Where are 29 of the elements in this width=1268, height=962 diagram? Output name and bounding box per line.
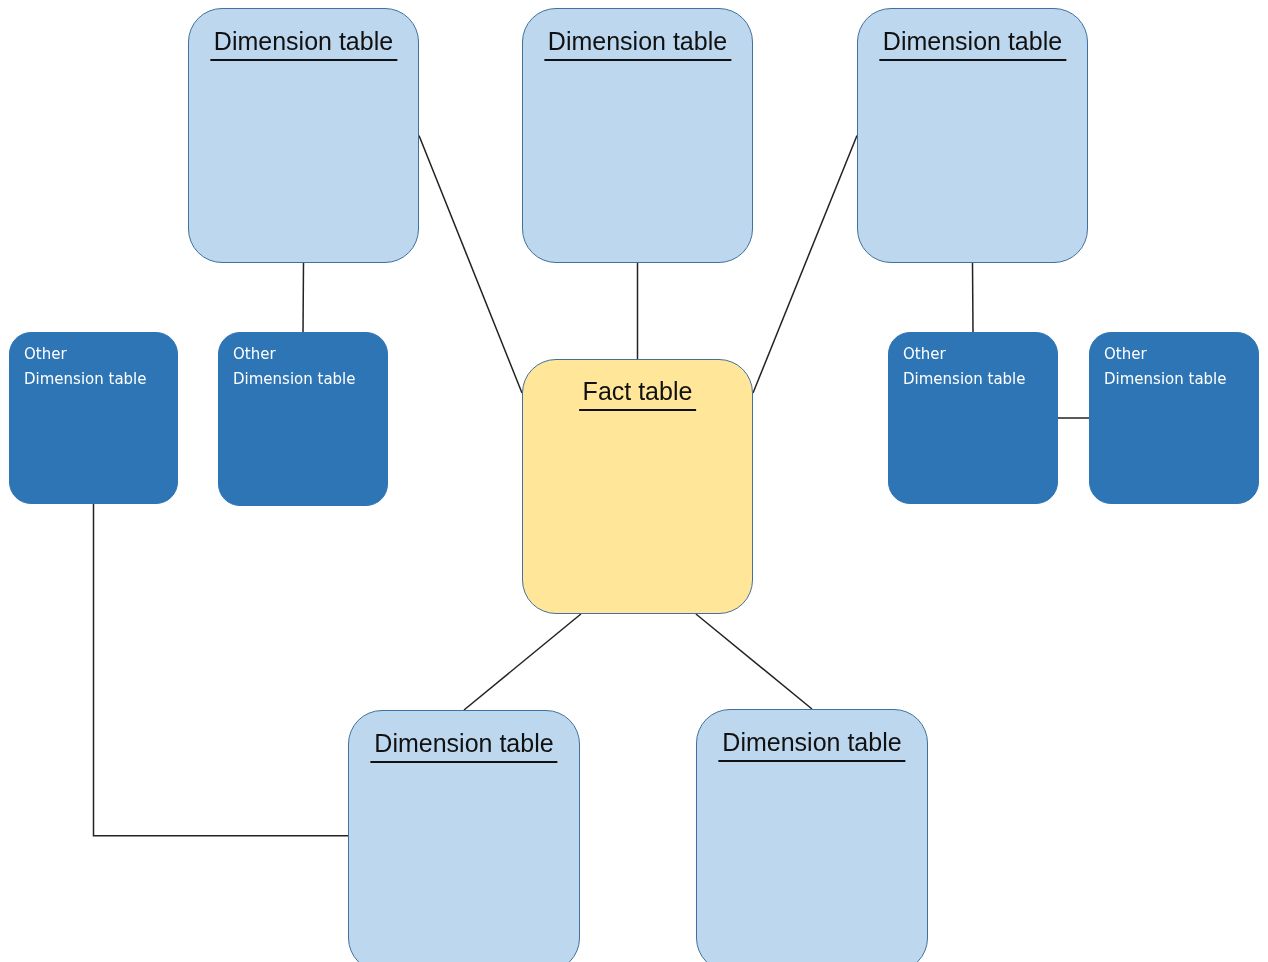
connector-line: [752, 134, 858, 394]
box-heading: Dimension table: [209, 27, 398, 61]
connector-line: [695, 613, 813, 710]
connector-line: [418, 134, 523, 394]
dimension-table-box: [857, 8, 1088, 263]
connector-line: [971, 262, 974, 333]
box-label: Other Dimension table: [903, 344, 1027, 390]
connector-line: [92, 503, 349, 837]
box-heading: Fact table: [578, 377, 697, 411]
fact-table-box: [522, 359, 753, 614]
box-heading: Dimension table: [718, 728, 906, 762]
dimension-table-box: [522, 8, 753, 263]
box-heading: Dimension table: [370, 729, 558, 763]
other-dimension-box: [218, 332, 388, 506]
other-dimension-box: [9, 332, 178, 504]
other-dimension-box: [1089, 332, 1259, 504]
dimension-table-box: [348, 710, 580, 962]
box-label: Other Dimension table: [24, 344, 148, 390]
box-label: Other Dimension table: [1104, 344, 1228, 390]
connector-line: [302, 262, 305, 333]
box-label: Other Dimension table: [233, 344, 357, 390]
connector-line: [1057, 417, 1090, 419]
box-heading: Dimension table: [878, 27, 1067, 61]
other-dimension-box: [888, 332, 1058, 504]
connector-line: [636, 262, 639, 360]
box-heading: Dimension table: [543, 27, 732, 61]
dimension-table-box: [696, 709, 928, 962]
dimension-table-box: [188, 8, 419, 263]
connector-line: [463, 613, 582, 711]
